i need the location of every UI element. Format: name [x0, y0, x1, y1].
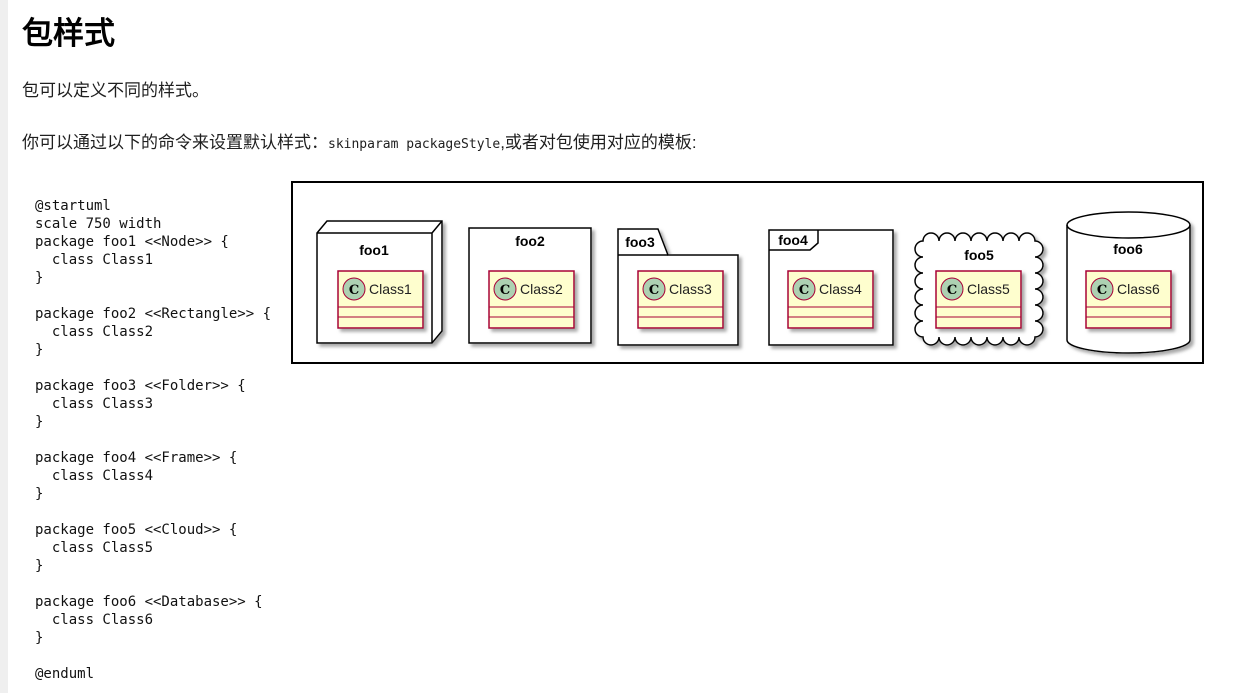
class-box: C Class1 — [337, 270, 424, 329]
class-name: Class2 — [520, 281, 563, 297]
page-left-gutter — [0, 0, 8, 693]
package-foo5-cloud: foo5 C Class5 — [914, 232, 1044, 346]
package-label: foo6 — [1113, 241, 1143, 257]
class-box: C Class2 — [488, 270, 575, 329]
class-icon-circle — [642, 277, 666, 301]
package-foo2-rectangle: foo2 C Class2 — [468, 227, 592, 344]
class-name: Class6 — [1117, 281, 1160, 297]
class-icon-circle — [940, 277, 964, 301]
command-paragraph-prefix: 你可以通过以下的命令来设置默认样式： — [22, 133, 328, 152]
package-label: foo1 — [359, 242, 389, 258]
package-label: foo2 — [515, 233, 545, 249]
class-icon-letter: C — [500, 283, 510, 298]
plantuml-diagram: foo1 C Class1 foo2 C Class2 — [316, 211, 1191, 354]
page-title: 包样式 — [22, 16, 115, 51]
class-icon-letter: C — [799, 283, 809, 298]
package-foo1-node: foo1 C Class1 — [316, 220, 443, 344]
plantuml-diagram-panel: foo1 C Class1 foo2 C Class2 — [291, 181, 1204, 364]
class-box: C Class3 — [637, 270, 724, 329]
class-icon-letter: C — [947, 283, 957, 298]
package-label: foo5 — [964, 247, 994, 263]
class-icon-letter: C — [649, 283, 659, 298]
node-edges — [317, 220, 443, 343]
class-name: Class4 — [819, 281, 862, 297]
class-icon-letter: C — [1097, 283, 1107, 298]
package-foo3-folder: foo3 C Class3 — [617, 228, 739, 346]
frame-tab-line — [769, 230, 819, 251]
class-box: C Class4 — [787, 270, 874, 329]
class-icon-circle — [1090, 277, 1114, 301]
package-label: foo3 — [625, 234, 655, 250]
package-foo4-frame: foo4 C Class4 — [768, 229, 894, 346]
class-name: Class3 — [669, 281, 712, 297]
inline-code-skinparam: skinparam packageStyle — [328, 137, 501, 152]
package-label: foo4 — [778, 232, 808, 248]
class-box: C Class6 — [1085, 270, 1172, 329]
database-rim-line — [1066, 224, 1191, 239]
class-icon-circle — [342, 277, 366, 301]
package-foo6-database: foo6 C Class6 — [1066, 211, 1191, 354]
command-paragraph-suffix: ,或者对包使用对应的模板: — [500, 133, 697, 152]
command-paragraph: 你可以通过以下的命令来设置默认样式：skinparam packageStyle… — [22, 128, 697, 153]
plantuml-source-code: @startuml scale 750 width package foo1 <… — [35, 198, 272, 682]
class-name: Class5 — [967, 281, 1010, 297]
class-name: Class1 — [369, 281, 412, 297]
class-box: C Class5 — [935, 270, 1022, 329]
class-icon-circle — [493, 277, 517, 301]
class-icon-circle — [792, 277, 816, 301]
intro-paragraph: 包可以定义不同的样式。 — [22, 81, 209, 100]
class-icon-letter: C — [349, 283, 359, 298]
